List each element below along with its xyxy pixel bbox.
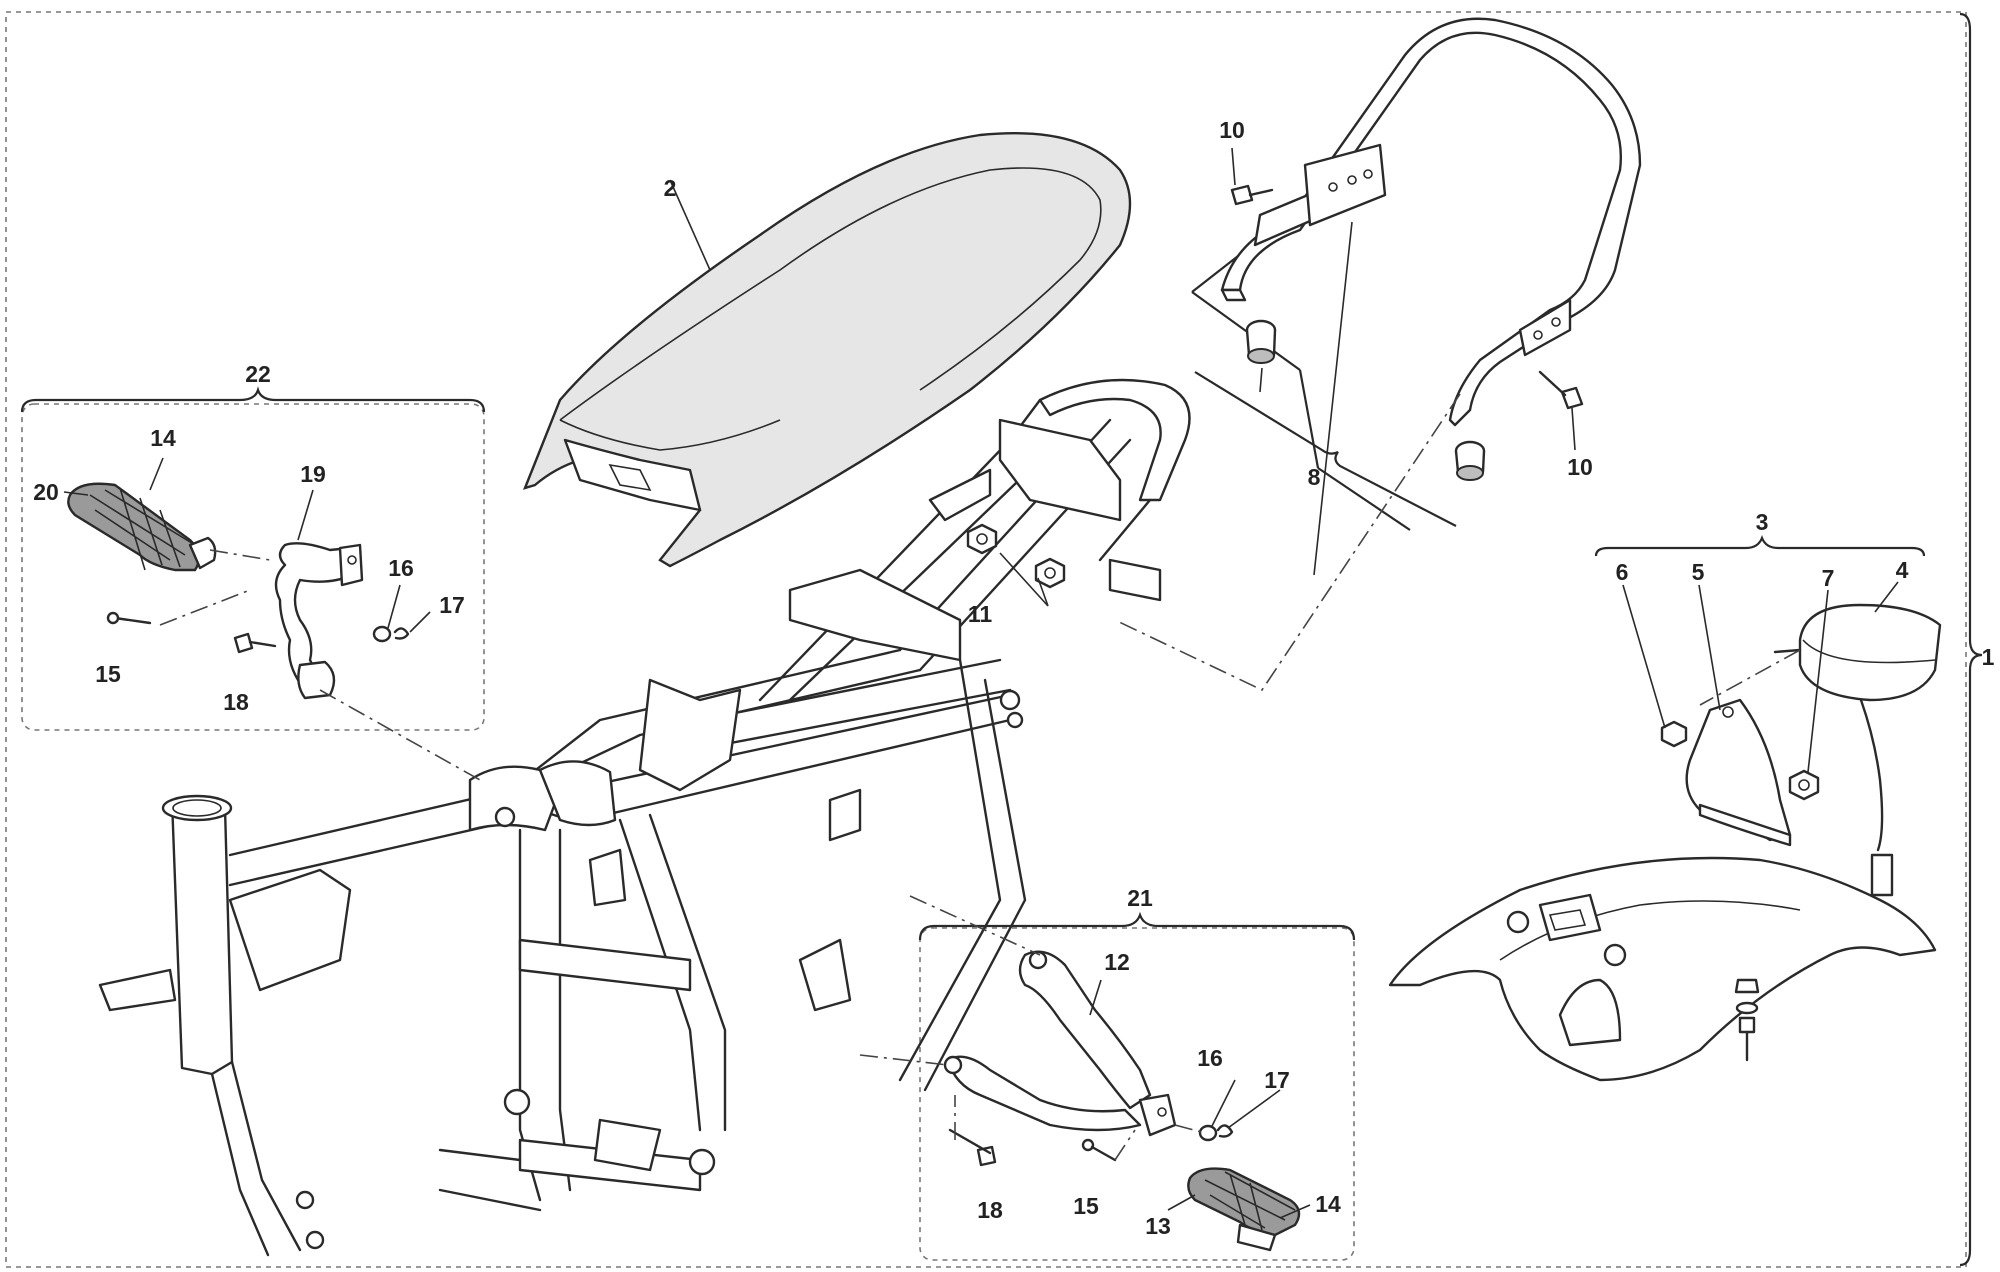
washer-16-left	[372, 625, 392, 643]
nut-11-a	[966, 523, 998, 555]
taillight-bracket	[1685, 698, 1792, 847]
group-21-brace	[918, 911, 1356, 941]
footpeg-left	[67, 482, 217, 572]
footpeg-bracket-19	[274, 542, 364, 700]
nut-11-b	[1034, 557, 1066, 589]
assembly-frame	[5, 11, 1967, 1268]
callout-22: 22	[245, 361, 271, 387]
leader-lines	[63, 147, 1899, 1219]
callout-5: 5	[1692, 559, 1705, 585]
footpeg-bracket-12	[943, 950, 1177, 1137]
bolt-10-top	[1230, 184, 1274, 206]
callout-8: 8	[1308, 464, 1321, 490]
grommet-left	[1245, 319, 1277, 364]
callout-20: 20	[33, 479, 59, 505]
group-1-brace	[1959, 12, 1983, 1267]
callout-1: 1	[1982, 644, 1995, 670]
callout-12: 12	[1104, 949, 1130, 975]
callout-10-right: 10	[1567, 454, 1593, 480]
nut-6	[1660, 720, 1688, 748]
taillight	[1773, 603, 1942, 897]
grab-handle	[1220, 17, 1642, 427]
callout-18-left: 18	[223, 689, 249, 715]
callout-7: 7	[1822, 565, 1835, 591]
washer-16-right	[1198, 1124, 1218, 1142]
chassis-frame	[98, 378, 1191, 1257]
callout-4: 4	[1896, 557, 1909, 583]
bolt-10-right	[1538, 370, 1584, 410]
footpeg-right	[1187, 1167, 1301, 1252]
callout-19: 19	[300, 461, 326, 487]
group-8-brace-line	[1194, 371, 1457, 527]
callout-16-right: 16	[1197, 1045, 1223, 1071]
group-22-box	[21, 403, 485, 731]
pin-15-left	[106, 611, 152, 625]
callout-14-left: 14	[150, 425, 176, 451]
clip-17-right	[1216, 1124, 1234, 1138]
pin-15-right	[1081, 1138, 1117, 1162]
callout-15-right: 15	[1073, 1193, 1099, 1219]
callout-17-right: 17	[1264, 1067, 1290, 1093]
group-3-brace	[1594, 535, 1926, 557]
callout-13: 13	[1145, 1213, 1171, 1239]
nut-7	[1788, 769, 1820, 801]
callout-10-top: 10	[1219, 117, 1245, 143]
callout-11: 11	[968, 601, 993, 627]
callout-14-right: 14	[1315, 1191, 1341, 1217]
callout-16-left: 16	[388, 555, 414, 581]
group-22-brace	[20, 386, 486, 413]
callout-6: 6	[1616, 559, 1629, 585]
bolt-18-right	[948, 1128, 997, 1167]
callout-21: 21	[1127, 885, 1153, 911]
grommet-right	[1454, 440, 1486, 481]
fender-screw	[1734, 978, 1760, 1062]
assembly-lines	[159, 393, 1801, 1161]
rear-fender	[1388, 856, 1937, 1082]
callout-labels: 1 2 3 4 5 6 7 8 10 10 11 12 13 14 14 15 …	[33, 117, 1994, 1239]
callout-17-left: 17	[439, 592, 465, 618]
callout-18-right: 18	[977, 1197, 1003, 1223]
callout-15-left: 15	[95, 661, 121, 687]
group-21-box	[919, 927, 1355, 1261]
seat	[522, 132, 1132, 568]
callout-2: 2	[664, 175, 677, 201]
clip-17-left	[393, 627, 410, 640]
callout-3: 3	[1756, 509, 1769, 535]
bolt-18-left	[233, 632, 277, 654]
